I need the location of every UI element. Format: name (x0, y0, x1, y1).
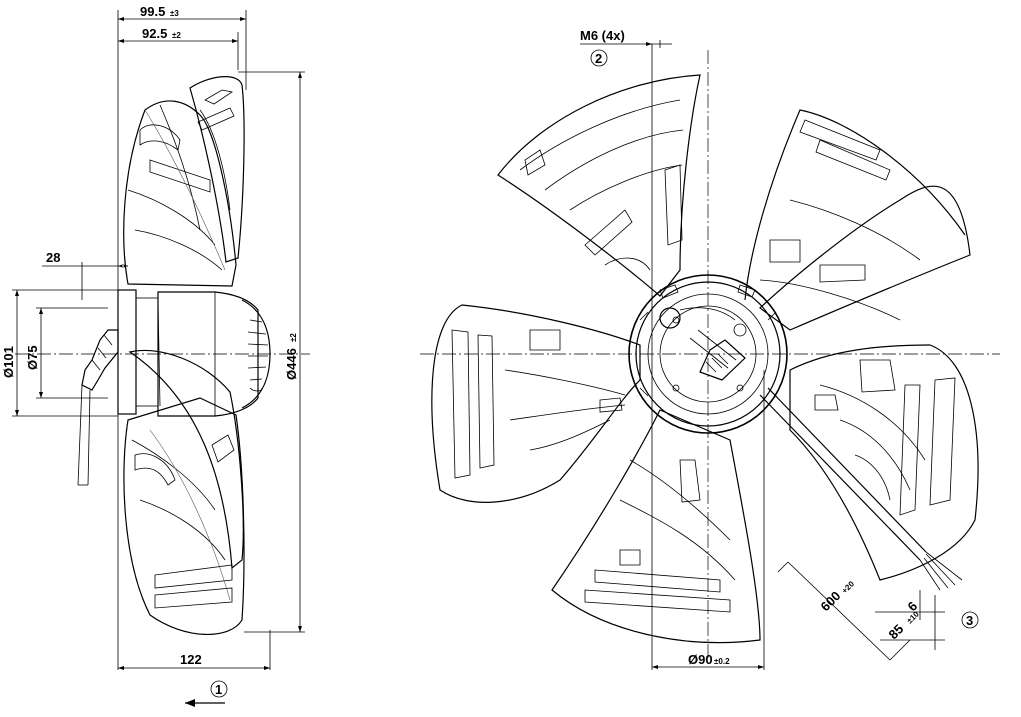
dim-cable-length-tol: +20 (840, 579, 856, 595)
dim-dia-101: Ø101 (1, 346, 16, 378)
callout-cable-circle (961, 611, 979, 629)
side-upper-blade (123, 76, 245, 287)
callout-airflow: 1 (215, 682, 222, 697)
callout-thread: 2 (595, 51, 602, 66)
callout-cable: 3 (966, 613, 973, 628)
dim-hub-dia-tol: ±0.2 (714, 657, 730, 666)
dim-dia-446-tol: ±2 (289, 333, 298, 342)
front-hub (628, 274, 788, 434)
dim-strip-long: 85 (886, 621, 907, 642)
side-dimensions (12, 10, 305, 707)
side-view: 99.5 ±3 92.5 ±2 28 122 Ø101 Ø75 Ø446 ±2 … (1, 4, 310, 707)
front-blade-top (497, 74, 701, 297)
side-motor-hub (117, 289, 271, 417)
side-lower-blade (123, 349, 245, 636)
dim-cable-length: 600 (818, 588, 844, 614)
dim-bottom-width: 122 (180, 652, 202, 667)
front-cable (759, 387, 963, 591)
callout-airflow-circle (210, 680, 228, 698)
callout-thread-circle (590, 49, 608, 67)
dim-blade-depth: 92.5 (142, 26, 167, 41)
dim-blade-depth-tol: ±2 (172, 31, 181, 40)
front-dimensions (580, 40, 945, 670)
front-view: M6 (4x) 2 Ø90 ±0.2 600 +20 6 85 ±10 3 (420, 28, 1000, 670)
dim-dia-446: Ø446 (284, 348, 299, 380)
front-blade-bottom (551, 409, 761, 644)
dim-overall-depth-tol: ±3 (170, 9, 179, 18)
side-cable-gland (77, 329, 119, 486)
dim-offset: 28 (46, 250, 60, 265)
dim-thread: M6 (4x) (580, 28, 625, 43)
dim-overall-depth: 99.5 (140, 4, 165, 19)
front-blade-right-upper (744, 109, 971, 331)
dim-hub-dia: Ø90 (688, 652, 713, 667)
front-blade-right-lower (789, 344, 979, 581)
dim-dia-75: Ø75 (25, 345, 40, 370)
front-blade-left (431, 304, 641, 503)
